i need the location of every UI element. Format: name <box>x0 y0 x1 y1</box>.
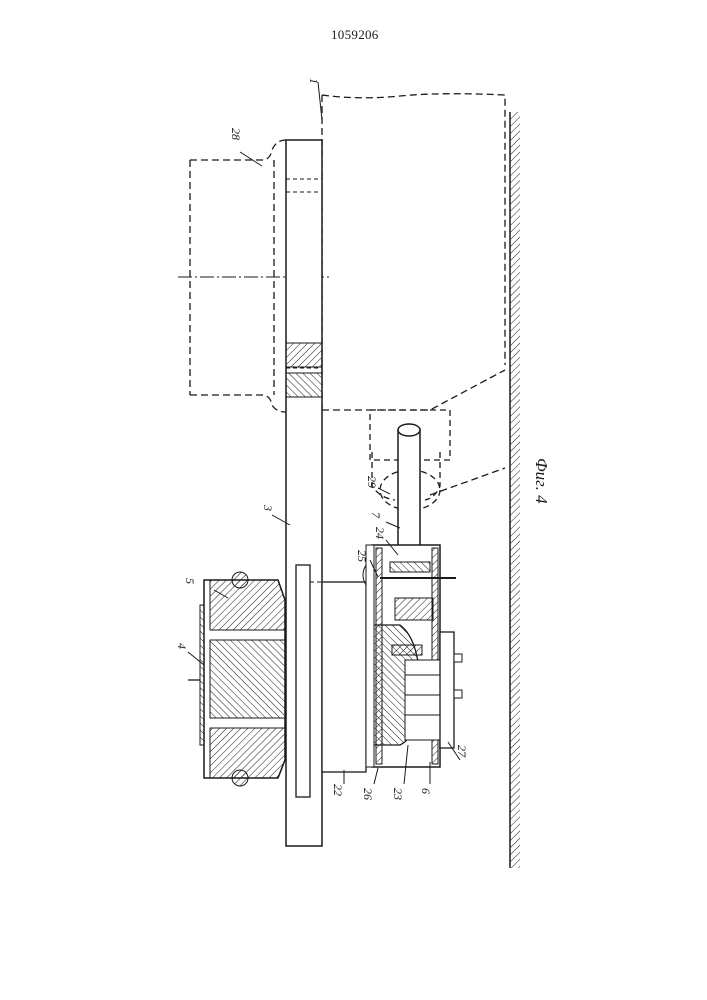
gear-housing <box>363 545 462 767</box>
shaft-7 <box>398 424 420 550</box>
callout-4: 4 <box>175 643 189 649</box>
callout-24: 24 <box>373 527 387 539</box>
wheel-assembly-4-5 <box>188 572 285 786</box>
callout-28: 28 <box>229 128 243 140</box>
figure-caption: Фиг. 4 <box>532 458 551 504</box>
callout-27: 27 <box>455 745 469 758</box>
callout-7: 7 <box>369 512 383 519</box>
callout-26: 26 <box>361 788 375 800</box>
callout-29: 29 <box>365 476 379 488</box>
callout-25: 25 <box>355 550 369 562</box>
callout-6: 6 <box>419 788 433 794</box>
callout-23: 23 <box>391 788 405 800</box>
ground-hatching <box>510 112 520 868</box>
callout-5: 5 <box>183 578 197 584</box>
callout-22: 22 <box>331 784 345 796</box>
part-28-outline <box>190 140 286 412</box>
plate-22 <box>296 565 366 797</box>
callout-3: 3 <box>261 504 275 511</box>
callout-1: 1 <box>307 78 321 84</box>
